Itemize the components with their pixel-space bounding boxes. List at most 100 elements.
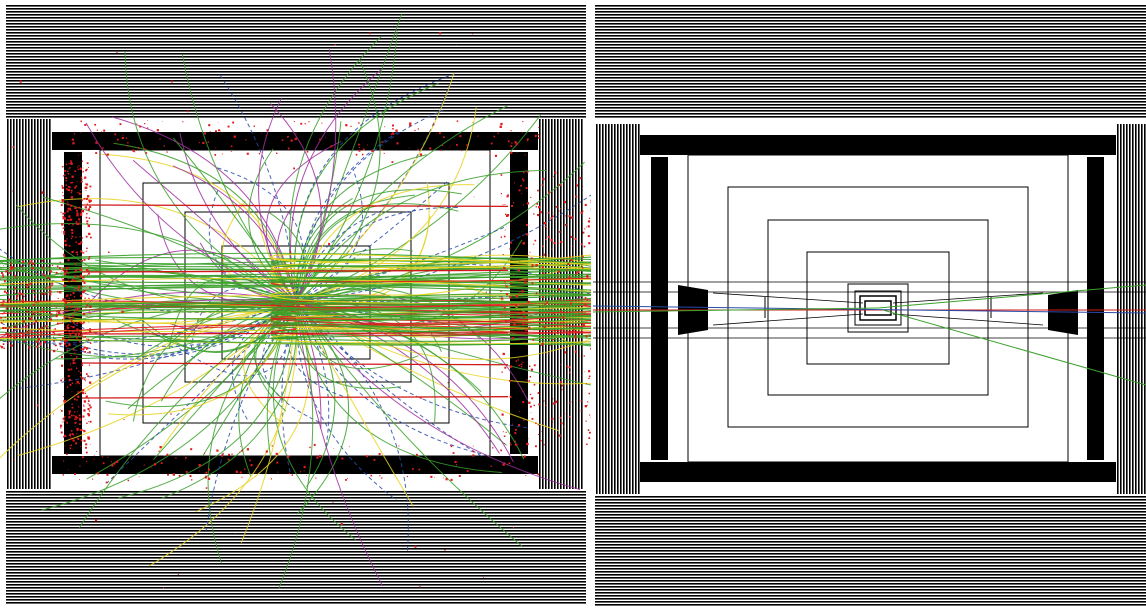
left-energy-hit [28, 306, 30, 308]
left-energy-hit [77, 214, 78, 216]
left-energy-hit [221, 453, 224, 455]
left-energy-hit [40, 332, 42, 335]
left-energy-hit [89, 312, 91, 314]
right-bottom-calorimeter-line [595, 508, 1146, 510]
left-bottom-calorimeter-line [6, 515, 586, 517]
left-energy-hit [74, 186, 77, 189]
left-track [172, 165, 297, 303]
left-energy-hit [64, 337, 66, 339]
left-energy-hit [2, 313, 4, 315]
left-energy-hit [355, 153, 358, 156]
left-energy-hit [72, 292, 75, 295]
left-energy-hit [68, 168, 70, 170]
left-energy-hit [48, 266, 50, 268]
left-energy-hit [114, 133, 117, 136]
left-energy-hit [9, 307, 12, 309]
left-energy-hit [63, 396, 65, 398]
left-energy-hit [62, 298, 65, 301]
left-energy-hit [10, 265, 13, 268]
left-energy-hit [417, 148, 419, 151]
left-energy-hit [429, 148, 431, 150]
left-energy-hit [81, 364, 84, 366]
left-energy-hit [26, 330, 29, 333]
left-energy-hit [535, 206, 537, 208]
left-energy-hit [63, 255, 66, 258]
left-energy-hit [41, 260, 44, 262]
left-energy-hit [67, 170, 69, 173]
left-energy-hit [74, 275, 77, 278]
left-energy-hit [81, 161, 83, 162]
right-bottom-calorimeter-line [595, 586, 1146, 588]
left-energy-hit [68, 215, 71, 218]
left-energy-hit [563, 426, 565, 428]
left-energy-hit [504, 229, 506, 231]
left-energy-hit [561, 259, 564, 261]
left-energy-hit [550, 238, 553, 242]
left-energy-hit [87, 270, 90, 273]
left-track [153, 301, 297, 460]
left-energy-hit [61, 185, 63, 187]
right-top-calorimeter-line [595, 11, 1146, 13]
left-top-calorimeter-line [6, 17, 586, 19]
left-energy-hit [522, 401, 525, 404]
left-energy-hit [584, 371, 586, 373]
left-energy-hit [75, 236, 77, 238]
left-energy-hit [557, 288, 561, 291]
right-bottom-calorimeter-line [595, 517, 1146, 519]
left-energy-hit [350, 133, 352, 135]
left-forward-track [270, 277, 591, 287]
left-energy-hit [29, 317, 32, 320]
left-energy-hit [509, 307, 511, 309]
left-energy-hit [13, 334, 16, 337]
left-forward-track [270, 266, 591, 279]
left-bottom-calorimeter-line [6, 524, 586, 526]
left-energy-hit [58, 311, 61, 315]
left-energy-hit [79, 242, 82, 245]
left-energy-hit [64, 170, 66, 172]
left-energy-hit [584, 405, 587, 408]
left-energy-hit [454, 138, 456, 139]
left-energy-hit [145, 152, 148, 154]
right-bottom-calorimeter-line [595, 550, 1146, 552]
left-energy-hit [121, 310, 124, 313]
left-energy-hit [30, 317, 33, 320]
left-bottom-calorimeter-line [6, 548, 586, 550]
left-energy-hit [37, 305, 39, 307]
left-energy-hit [559, 231, 561, 233]
left-energy-hit [49, 293, 52, 296]
left-energy-hit [55, 307, 57, 309]
left-energy-hit [73, 231, 75, 232]
left-bottom-calorimeter-line [6, 563, 586, 565]
left-energy-hit [88, 322, 90, 323]
left-energy-hit [587, 235, 590, 238]
left-energy-hit [70, 354, 72, 356]
left-energy-hit [558, 173, 559, 175]
left-energy-hit [5, 307, 8, 310]
left-energy-hit [184, 459, 186, 461]
left-energy-hit [87, 300, 88, 302]
left-energy-hit [531, 265, 533, 268]
left-energy-hit [220, 130, 221, 132]
left-energy-hit [74, 352, 76, 354]
right-side-calorimeter-left-line [599, 124, 601, 494]
left-energy-hit [2, 300, 5, 303]
left-energy-hit [80, 241, 83, 244]
left-energy-hit [376, 143, 377, 144]
left-energy-hit [64, 243, 68, 247]
left-energy-hit [569, 332, 571, 334]
left-energy-hit [69, 334, 72, 336]
left-energy-hit [3, 320, 4, 322]
left-energy-hit [381, 149, 383, 151]
left-energy-hit [576, 184, 579, 187]
left-energy-hit [17, 270, 19, 272]
left-energy-hit [537, 214, 540, 217]
left-energy-hit [358, 143, 360, 146]
left-energy-hit [71, 382, 73, 384]
left-energy-hit [87, 408, 90, 410]
right-top-calorimeter-line [595, 113, 1146, 115]
left-track [295, 197, 353, 303]
right-top-calorimeter-line [595, 62, 1146, 64]
left-bottom-calorimeter-line [6, 509, 586, 511]
left-energy-hit [64, 298, 67, 301]
left-energy-hit [3, 290, 6, 293]
